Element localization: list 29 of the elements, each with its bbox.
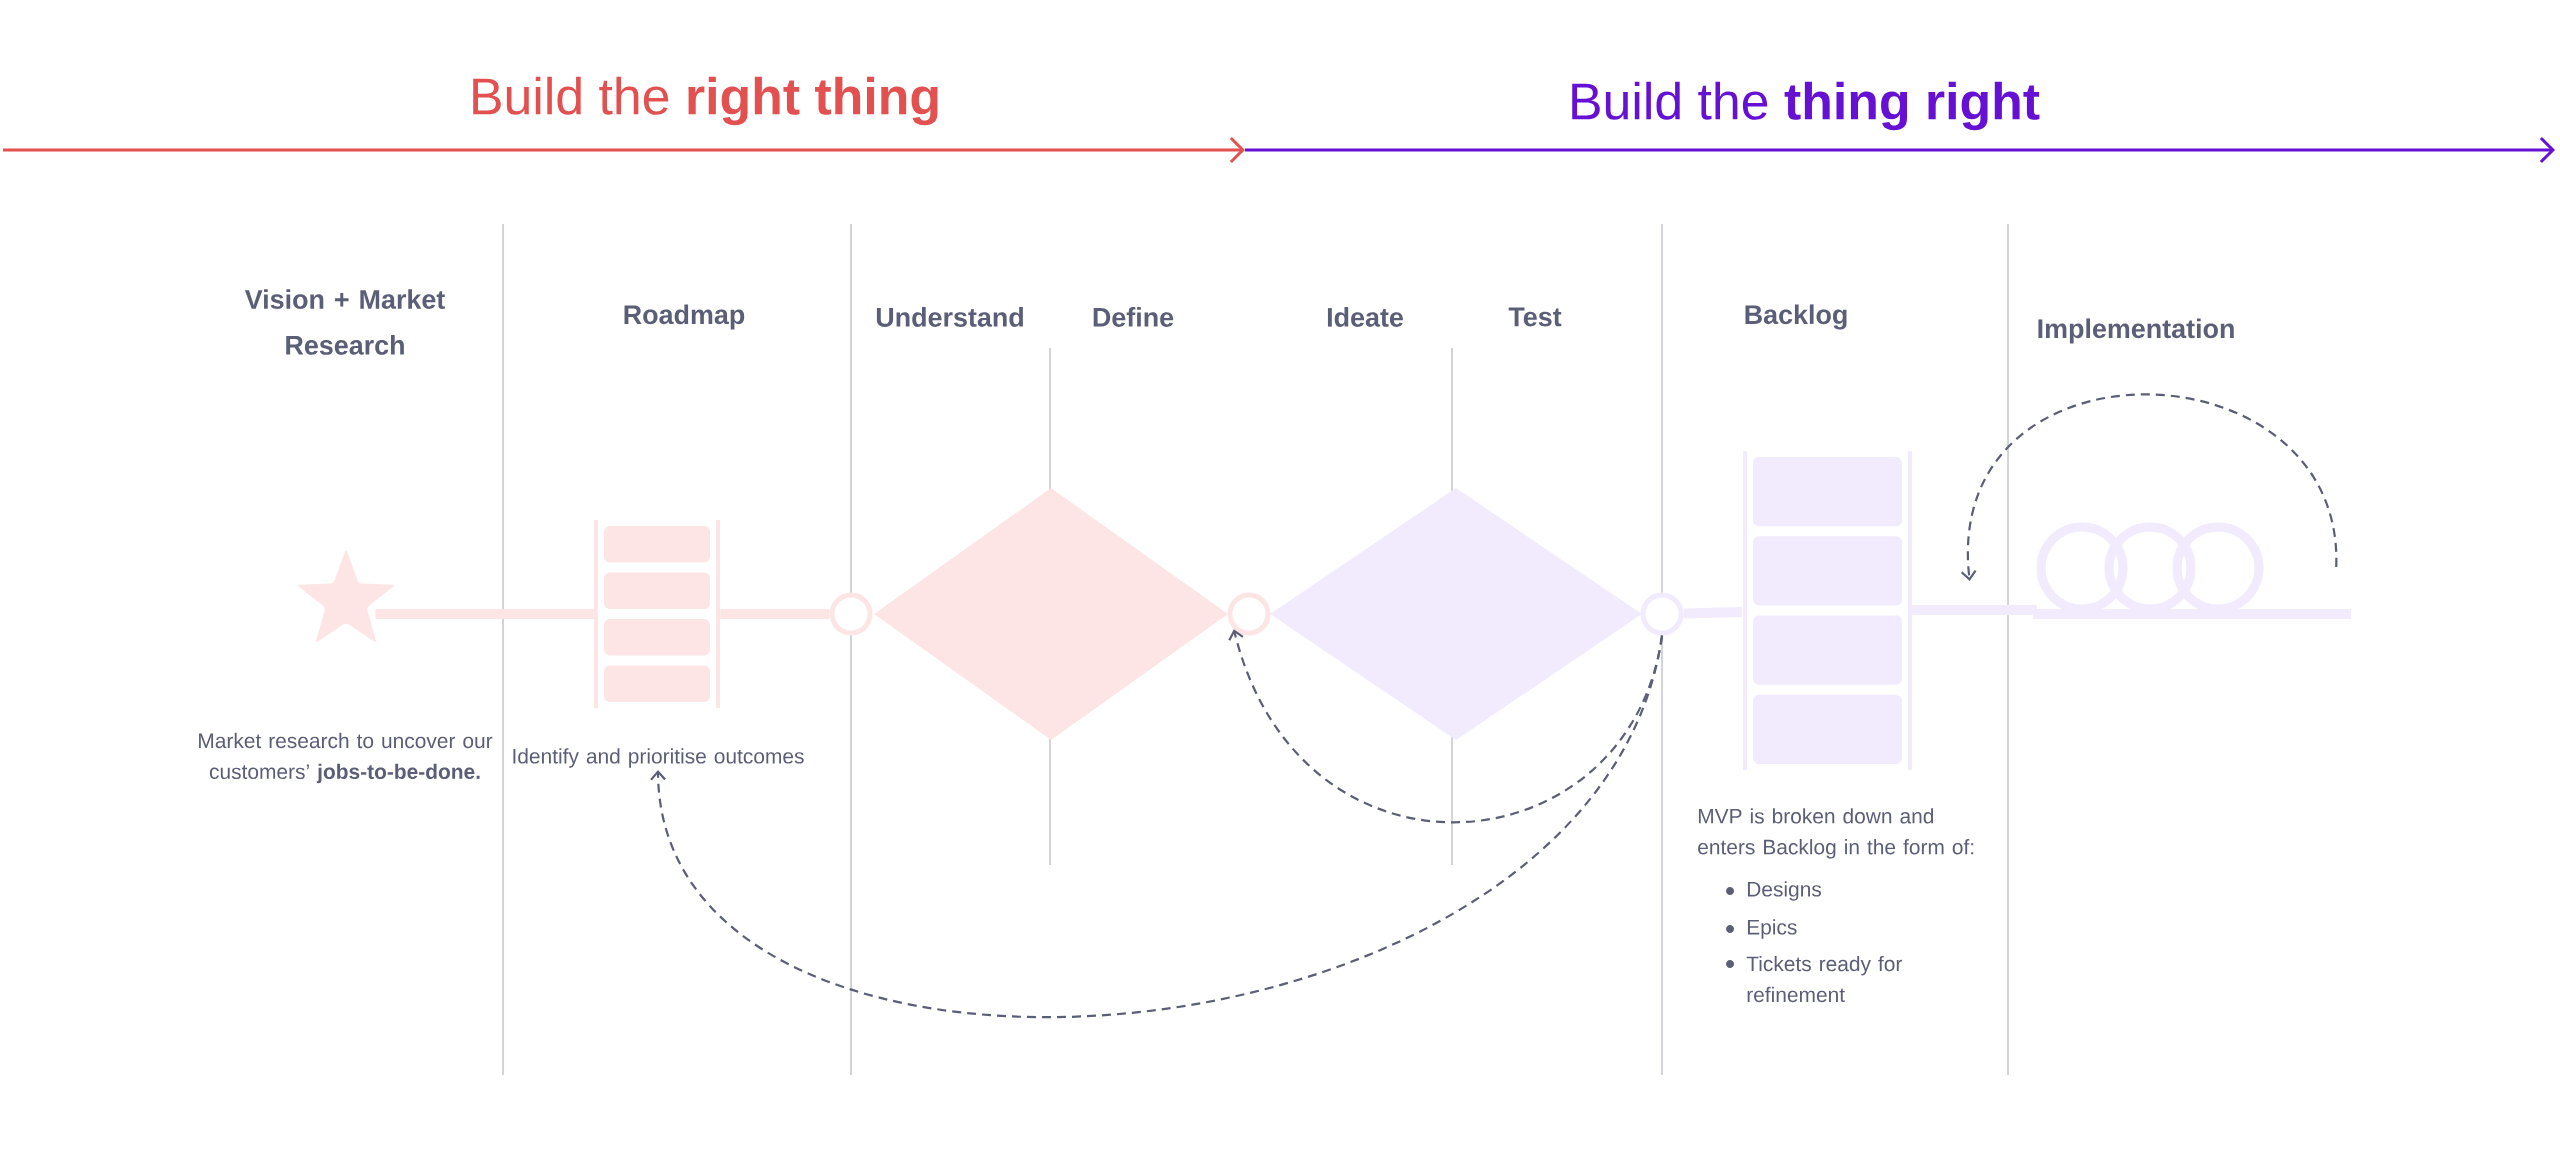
stage-circle — [1227, 592, 1271, 636]
stack-drawing — [594, 520, 720, 708]
section-title: Build the thing right — [1572, 81, 2040, 131]
bullet-item: Epics — [1726, 919, 1797, 939]
section-title: Build the right thing — [473, 76, 938, 126]
stage-heading: Define — [1093, 307, 1174, 327]
chain-drawing — [2033, 522, 2352, 619]
description-text: MVP is broken down and enters Backlog in the form of: — [1698, 808, 1974, 859]
stage-circle — [1640, 592, 1684, 636]
diamond-shape — [1270, 488, 1642, 740]
description-text: Identify and prioritise outcomes — [513, 748, 804, 768]
dashed-arrow — [1960, 393, 2338, 581]
stage-heading: Backlog — [1745, 304, 1847, 330]
bullet-item: Designs — [1726, 881, 1822, 901]
star-icon — [298, 550, 394, 642]
stage-heading: Ideate — [1327, 307, 1403, 327]
connector-band — [1911, 605, 2037, 615]
stage-heading: Test — [1508, 307, 1562, 327]
description-text: Market research to uncover our customers’ jobs-to-be-done. — [199, 732, 493, 784]
diamond-shape — [874, 488, 1228, 740]
connector-band — [720, 609, 830, 619]
stage-heading: Roadmap — [624, 304, 745, 330]
stage-heading: Implementation — [2038, 318, 2234, 344]
connector-band — [375, 609, 594, 619]
stage-circle — [829, 592, 873, 636]
stage-heading: Understand — [876, 307, 1023, 327]
stage-heading: Vision + Market Research — [244, 289, 445, 355]
dashed-arrow — [650, 635, 1664, 1018]
bullet-item: Tickets ready for refinement — [1726, 955, 1903, 1003]
